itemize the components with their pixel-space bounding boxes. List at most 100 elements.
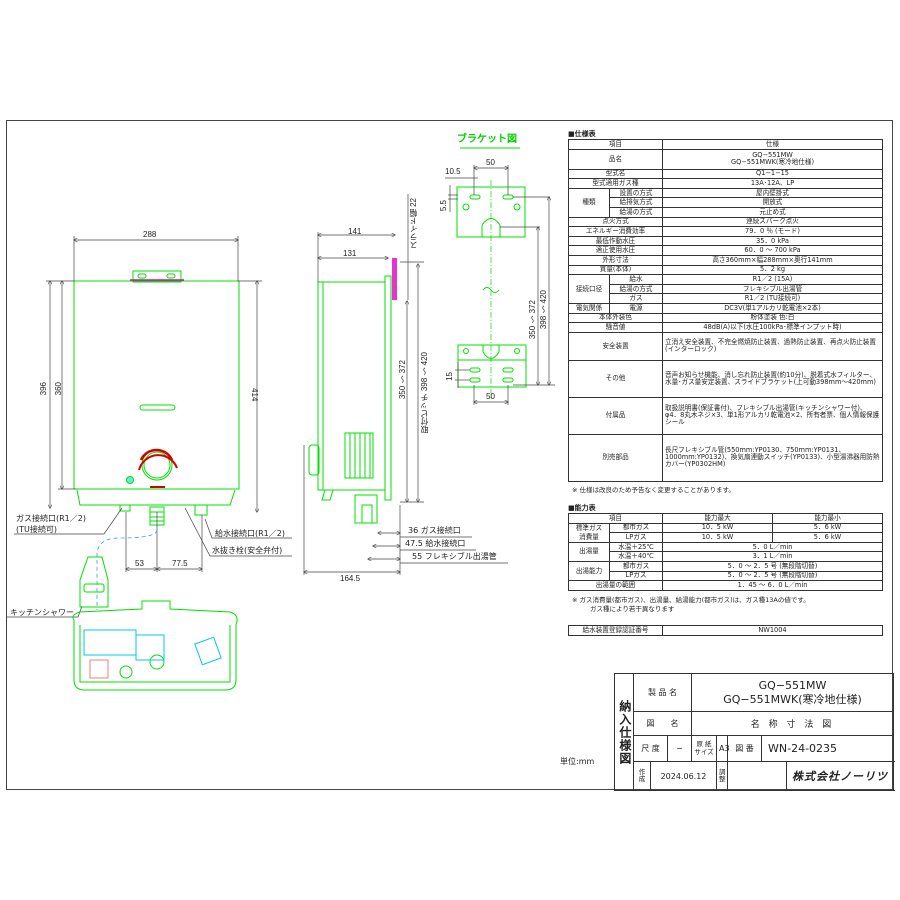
spec-value: 屋内壁掛式: [662, 187, 883, 199]
product-name-label: 製 品 名: [632, 673, 693, 712]
spec-value: 取扱説明書(保証書付)、フレキシブル出湯管(キッチンシャワー付)、φ4．8丸木ネ…: [662, 396, 883, 435]
bracket-title: ブラケット図: [457, 134, 517, 145]
dim-height-396: 396: [39, 382, 48, 396]
spec-header-item: 項目: [568, 139, 663, 150]
unit-label: 単位:mm: [560, 757, 595, 766]
spec-label: エネルギー消費効率: [568, 226, 663, 237]
capacity-value: 5．0 L／min: [662, 541, 883, 553]
capacity-header-min: 能力最小: [772, 513, 883, 524]
dim-77-5: 77.5: [172, 559, 188, 568]
capacity-value: 1．45 〜 6．0 L／min: [662, 580, 883, 591]
dim-height-414: 414: [250, 388, 259, 402]
spec-value: R1／2 (15A): [662, 274, 883, 285]
spec-label: 点火方式: [568, 216, 663, 228]
delivery-spec-label: 納入仕様図: [614, 673, 634, 791]
capacity-value: 5．0 〜 2．5 号 (無段階切替): [662, 570, 883, 582]
spec-note: ※ 仕様は改良のため予告なく変更することがあります。: [572, 486, 735, 494]
paper-size-label: 原 紙 サイズ: [691, 735, 718, 762]
callout-drain-plug: 水抜き栓(安全弁付): [212, 546, 283, 555]
scale-value: −: [666, 735, 693, 762]
capacity-value: 10．5 kW: [662, 522, 773, 534]
capacity-note-2: ガス種により若干異なります: [590, 605, 675, 613]
dim-range-350-372: 350 ～ 372: [398, 360, 407, 400]
certification-label: 給水装置登録認証番号: [568, 625, 663, 636]
dim-131: 131: [343, 249, 357, 258]
dim-bracket-398-420: 398 ～ 420: [539, 290, 548, 330]
certification-number: NW1004: [662, 625, 883, 636]
spec-label: 最低作動水圧: [568, 235, 663, 247]
drawing-number-label: 図 番: [727, 735, 763, 762]
adjusted-value: [727, 761, 788, 791]
callout-side-water: 47.5 給水接続口: [405, 539, 466, 548]
capacity-value: 3．1 L／min: [662, 551, 883, 562]
capacity-note-1: ※ ガス消費量(都市ガス)、出湯量、給湯能力(都市ガス)は、ガス種13Aの値です…: [572, 596, 810, 604]
capacity-value: 5．6 kW: [772, 522, 883, 534]
capacity-sublabel: LPガス: [609, 570, 663, 582]
dim-141: 141: [348, 227, 362, 236]
dim-bracket-15: 15: [445, 372, 454, 381]
spec-label: 本体外装色: [568, 312, 663, 324]
capacity-value: 5．6 kW: [772, 532, 883, 543]
spec-label: 外形寸法: [568, 254, 663, 266]
spec-value: 粉体塗装 色:白: [662, 312, 883, 324]
dim-bracket-50-bottom: 50: [486, 392, 495, 401]
spec-header-spec: 仕様: [662, 139, 883, 150]
capacity-group-label: 消費量: [568, 532, 610, 543]
dim-164-5: 164.5: [340, 574, 361, 583]
dim-bracket-350-372: 350 ～ 372: [528, 300, 537, 340]
company-logo: 株式会社ノーリツ: [786, 761, 895, 791]
drawing-name-label: 図 名: [632, 711, 693, 736]
spec-label: その他: [568, 359, 663, 398]
capacity-sublabel: LPガス: [609, 532, 663, 543]
created-label: 作 成: [633, 761, 651, 791]
spec-label: 型式名: [568, 168, 663, 180]
capacity-group-label: 標準ガス: [568, 522, 610, 533]
spec-label: 安全装置: [568, 331, 663, 361]
spec-label: 別売部品: [568, 433, 663, 482]
spec-label: 型式適用ガス種: [568, 178, 663, 189]
spec-group-label: 接続口径: [568, 274, 610, 304]
spec-group-label: 種類: [568, 187, 610, 218]
adjusted-label: 調 整: [716, 761, 729, 791]
capacity-value: 5．0 〜 2．5 号 (無段階切替): [662, 560, 883, 572]
dim-mount-pitch: 取付ピッチ 398 ～ 420: [420, 352, 429, 434]
callout-gas-inlet: ガス接続口(R1／2): [16, 514, 86, 523]
spec-value: 音声お知らせ機能、消し忘れ防止装置(約10分)、脱着式水フィルター、水量･ガス量…: [662, 359, 883, 398]
callout-side-gas: 36 ガス接続口: [408, 526, 461, 535]
callout-gas-inlet-tu: (TU接続可): [16, 525, 57, 534]
spec-value: GQ−551MW GQ−551MWK(寒冷地仕様): [662, 148, 883, 170]
callout-kitchen-shower: キッチンシャワー: [10, 608, 74, 617]
spec-sublabel: 給湯の方式: [609, 206, 663, 218]
spec-value: 開放式: [662, 197, 883, 208]
spec-group-label: 電気関係: [568, 302, 610, 314]
spec-value: 48dB(A)以下(水圧100kPa･標準インプット時): [662, 322, 883, 333]
created-date: 2024.06.12: [649, 761, 718, 791]
paper-size-value: A3: [716, 735, 730, 762]
spec-value: Q1−1−15: [662, 168, 883, 180]
product-name: GQ−551MW GQ−551MWK(寒冷地仕様): [691, 673, 895, 712]
capacity-value: 10．5 kW: [662, 532, 773, 543]
spec-sublabel: 給排気方式: [609, 197, 663, 208]
drawing-number: WN-24-0235: [761, 735, 895, 762]
spec-sublabel: 給湯の方式: [609, 283, 663, 295]
spec-value: 連続スパーク点火: [662, 216, 883, 228]
spec-value: 立消え安全装置、不完全燃焼防止装置、過熱防止装置、再点火防止装置(インターロック…: [662, 331, 883, 361]
capacity-group-label: 出湯量: [568, 541, 610, 562]
capacity-sublabel: 水温＋25℃: [609, 541, 663, 553]
dim-bracket-5-5: 5.5: [439, 200, 448, 212]
dim-width-288: 288: [143, 230, 157, 239]
spec-label: 騒音値: [568, 322, 663, 333]
capacity-sublabel: 水温＋40℃: [609, 551, 663, 562]
spec-value: フレキシブル出湯管: [662, 283, 883, 295]
capacity-header-item: 項目: [568, 513, 663, 524]
scale-label: 尺 度: [633, 735, 668, 762]
spec-value: R1／2 (TU接続可): [662, 293, 883, 304]
callout-side-flex: 55 フレキシブル出湯管: [412, 552, 497, 561]
spec-value: 60．0 〜 700 kPa: [662, 245, 883, 256]
spec-value: 5．2 kg: [662, 264, 883, 276]
capacity-header-max: 能力最大: [662, 513, 773, 524]
spec-value: 高さ360mm×幅288mm×奥行141mm: [662, 254, 883, 266]
spec-label: 適正使用水圧: [568, 245, 663, 256]
